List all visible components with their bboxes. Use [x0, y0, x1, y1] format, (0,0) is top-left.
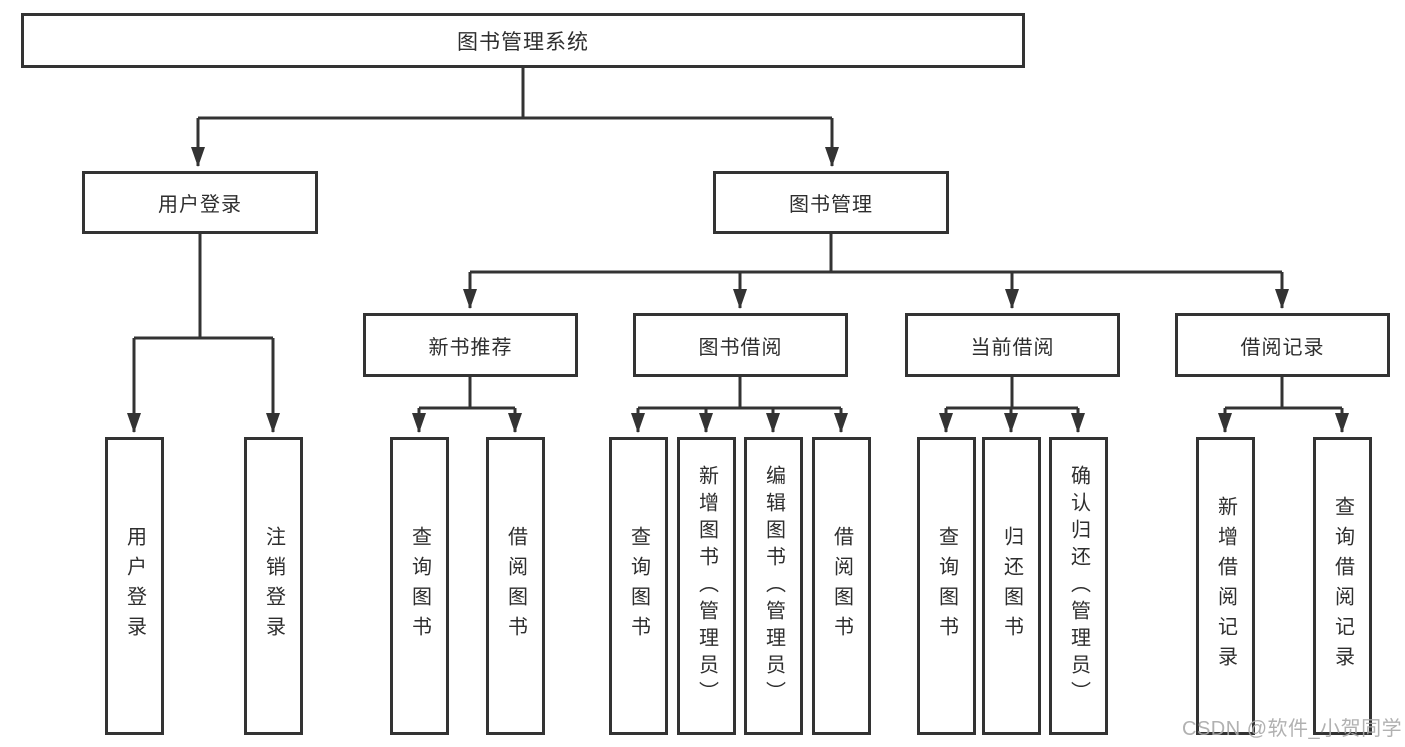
leaf-borrow-book-2: 借阅图书	[812, 437, 871, 735]
leaf-label: 归还图书	[1000, 526, 1023, 646]
leaf-label: 注销登录	[262, 526, 285, 646]
leaf-return-book: 归还图书	[982, 437, 1041, 735]
node-label: 图书借阅	[698, 336, 783, 359]
node-book-management: 图书管理	[713, 171, 949, 234]
leaf-label: 查询图书	[408, 526, 431, 646]
leaf-label: 查询借阅记录	[1331, 496, 1354, 676]
node-book-borrow: 图书借阅	[633, 313, 848, 377]
leaf-logout: 注销登录	[244, 437, 303, 735]
leaf-label: 查询图书	[935, 526, 958, 646]
node-label: 用户登录	[158, 194, 242, 216]
node-label: 图书管理系统	[457, 30, 589, 54]
node-label: 图书管理	[789, 194, 873, 216]
node-label: 新书推荐	[428, 336, 513, 359]
leaf-user-login: 用户登录	[105, 437, 164, 735]
leaf-query-borrow-record: 查询借阅记录	[1313, 437, 1372, 735]
leaf-edit-book-admin: 编辑图书（管理员）	[744, 437, 803, 735]
leaf-label: 查询图书	[627, 526, 650, 646]
leaf-query-book-1: 查询图书	[390, 437, 449, 735]
node-user-login: 用户登录	[82, 171, 318, 234]
leaf-label: 确认归还（管理员）	[1067, 464, 1090, 708]
node-label: 借阅记录	[1240, 336, 1325, 359]
leaf-label: 借阅图书	[504, 526, 527, 646]
leaf-label: 借阅图书	[830, 526, 853, 646]
leaf-label: 编辑图书（管理员）	[762, 464, 785, 708]
leaf-add-borrow-record: 新增借阅记录	[1196, 437, 1255, 735]
csdn-watermark: CSDN @软件_小贺同学	[1182, 718, 1403, 740]
node-label: 当前借阅	[970, 336, 1055, 359]
leaf-query-book-2: 查询图书	[609, 437, 668, 735]
leaf-add-book-admin: 新增图书（管理员）	[677, 437, 736, 735]
leaf-confirm-return-admin: 确认归还（管理员）	[1049, 437, 1108, 735]
node-new-book-recommend: 新书推荐	[363, 313, 578, 377]
leaf-label: 用户登录	[123, 526, 146, 646]
leaf-borrow-book-1: 借阅图书	[486, 437, 545, 735]
node-borrow-record: 借阅记录	[1175, 313, 1390, 377]
node-current-borrow: 当前借阅	[905, 313, 1120, 377]
node-root-system: 图书管理系统	[21, 13, 1025, 68]
leaf-label: 新增图书（管理员）	[695, 464, 718, 708]
leaf-query-book-3: 查询图书	[917, 437, 976, 735]
leaf-label: 新增借阅记录	[1214, 496, 1237, 676]
